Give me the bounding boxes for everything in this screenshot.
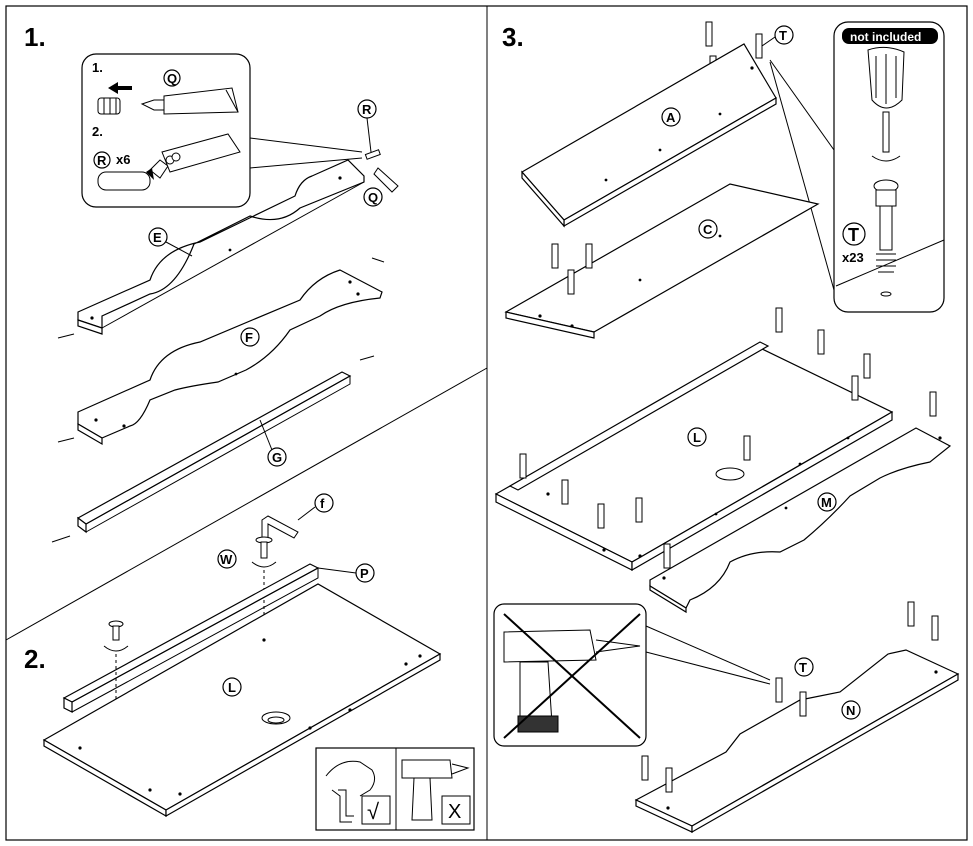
panel-l-step3 bbox=[494, 307, 937, 572]
part-m-label: M bbox=[821, 495, 832, 510]
part-l-step2-label: L bbox=[228, 680, 236, 695]
part-f-label: F bbox=[245, 330, 253, 345]
step-1-number: 1. bbox=[24, 22, 46, 52]
inset-quantity-r: x6 bbox=[116, 152, 130, 167]
screw-w bbox=[251, 536, 277, 568]
diagonal-divider bbox=[5, 367, 488, 641]
panel-e bbox=[57, 159, 365, 339]
inset-substep-2: 2. bbox=[92, 124, 103, 139]
glue-tube-q bbox=[373, 167, 399, 193]
panel-f bbox=[57, 257, 385, 446]
part-w-label: W bbox=[220, 552, 233, 567]
panel-a bbox=[521, 43, 777, 228]
inset-quantity-t: x23 bbox=[842, 250, 864, 265]
no-mark: X bbox=[448, 801, 461, 823]
power-drill-icon bbox=[503, 629, 641, 733]
wood-dowel-icon bbox=[97, 168, 154, 191]
cam-bolt-icon bbox=[873, 179, 899, 297]
rail-g bbox=[51, 355, 375, 543]
part-l-step3-label: L bbox=[693, 430, 701, 445]
power-drill-icon bbox=[401, 759, 470, 821]
glue-tube-applying-icon bbox=[149, 133, 241, 179]
part-r-label: R bbox=[362, 102, 372, 117]
inset-part-q-label: Q bbox=[167, 71, 177, 86]
part-c-label: C bbox=[703, 222, 713, 237]
no-drill-inset bbox=[493, 603, 771, 747]
part-t-bottom-label: T bbox=[799, 660, 807, 675]
screw-left bbox=[103, 620, 129, 652]
not-included-label: not included bbox=[850, 30, 921, 44]
inset-substep-1: 1. bbox=[92, 60, 103, 75]
no-mark-box bbox=[441, 795, 471, 825]
dowel-r bbox=[364, 149, 381, 160]
panel-c bbox=[504, 183, 820, 339]
glue-cap-icon bbox=[97, 97, 121, 115]
step-2-number: 2. bbox=[24, 644, 46, 674]
allen-key-f bbox=[261, 515, 299, 539]
tool-legend: √ X bbox=[315, 747, 475, 831]
part-g-label: G bbox=[272, 450, 282, 465]
cam-bolt-inset: not included T x23 bbox=[769, 21, 945, 313]
arrow-left-icon bbox=[108, 82, 132, 94]
part-e-label: E bbox=[153, 230, 162, 245]
step-3-number: 3. bbox=[502, 22, 524, 52]
hand-allen-key-icon bbox=[325, 760, 376, 823]
panel-m bbox=[649, 427, 952, 614]
part-p-label: P bbox=[360, 566, 369, 581]
glue-tube-icon bbox=[140, 87, 239, 115]
not-included-badge bbox=[842, 28, 938, 44]
ok-mark: √ bbox=[367, 799, 380, 824]
prohibited-cross-line-2 bbox=[503, 613, 641, 739]
glue-instruction-inset: 1. 2. Q R x6 bbox=[81, 53, 363, 208]
part-t-top-label: T bbox=[779, 28, 787, 43]
panel-n bbox=[634, 601, 960, 834]
inset-part-t-label: T bbox=[848, 225, 859, 245]
part-a-label: A bbox=[666, 110, 676, 125]
inset-part-r-label: R bbox=[97, 153, 107, 168]
ok-mark-box bbox=[361, 795, 391, 825]
part-n-label: N bbox=[846, 703, 855, 718]
panel-l-step2 bbox=[42, 583, 442, 818]
screwdriver-icon bbox=[867, 46, 905, 162]
part-f-tool-label: f bbox=[320, 496, 325, 511]
part-q-label: Q bbox=[368, 190, 378, 205]
